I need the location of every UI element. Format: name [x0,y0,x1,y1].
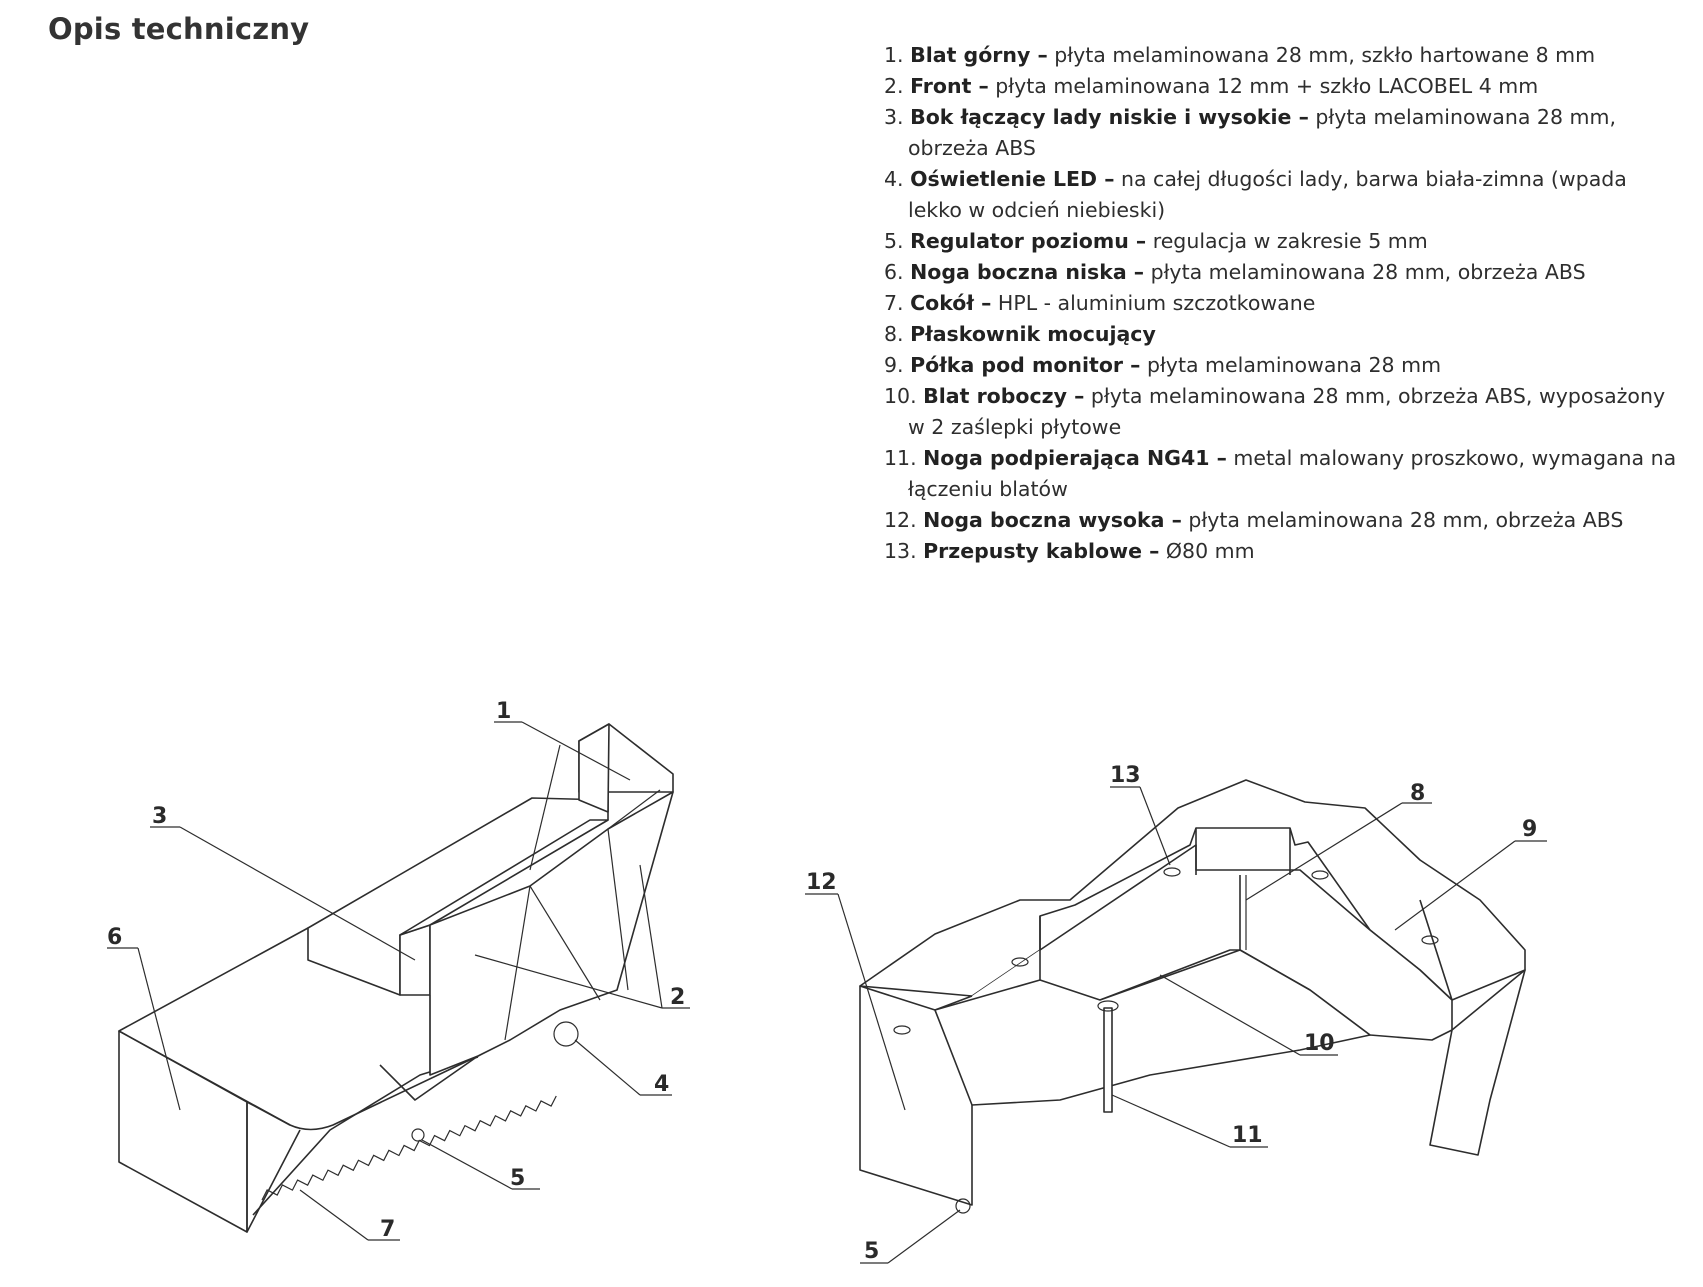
spec-item: 1. Blat górny – płyta melaminowana 28 mm… [884,43,1596,67]
spec-item: 10. Blat roboczy – płyta melaminowana 28… [884,384,1666,439]
right-desk-drawing: 13 8 9 12 10 11 5 [805,763,1547,1264]
spec-item: 12. Noga boczna wysoka – płyta melaminow… [884,508,1624,532]
callout-5b: 5 [864,1239,879,1264]
callout-7: 7 [380,1217,395,1242]
callout-11: 11 [1232,1123,1263,1148]
callout-9: 9 [1522,817,1537,842]
spec-item: 9. Półka pod monitor – płyta melaminowan… [884,353,1442,377]
callout-10: 10 [1304,1031,1335,1056]
spec-item: 13. Przepusty kablowe – Ø80 mm [884,539,1255,563]
callout-4: 4 [654,1072,669,1097]
spec-item: 6. Noga boczna niska – płyta melaminowan… [884,260,1586,284]
callout-3: 3 [152,804,167,829]
callout-6: 6 [107,925,122,950]
spec-item: 2. Front – płyta melaminowana 12 mm + sz… [884,74,1539,98]
spec-item: 5. Regulator poziomu – regulacja w zakre… [884,229,1428,253]
spec-item: 7. Cokół – HPL - aluminium szczotkowane [884,291,1316,315]
callout-12: 12 [806,870,837,895]
callout-13: 13 [1110,763,1141,788]
callout-5: 5 [510,1166,525,1191]
callout-2: 2 [670,985,685,1010]
spec-item: 11. Noga podpierająca NG41 – metal malow… [884,446,1677,501]
spec-item: 4. Oświetlenie LED – na całej długości l… [884,167,1627,222]
left-desk-drawing: 1 3 6 2 4 5 7 [107,699,690,1242]
callout-8: 8 [1410,781,1425,806]
page-title: Opis techniczny [48,12,310,46]
callout-1: 1 [496,699,511,724]
spec-item: 3. Bok łączący lady niskie i wysokie – p… [884,105,1616,160]
spec-list: 1. Blat górny – płyta melaminowana 28 mm… [884,40,1684,567]
spec-item: 8. Płaskownik mocujący [884,322,1156,346]
